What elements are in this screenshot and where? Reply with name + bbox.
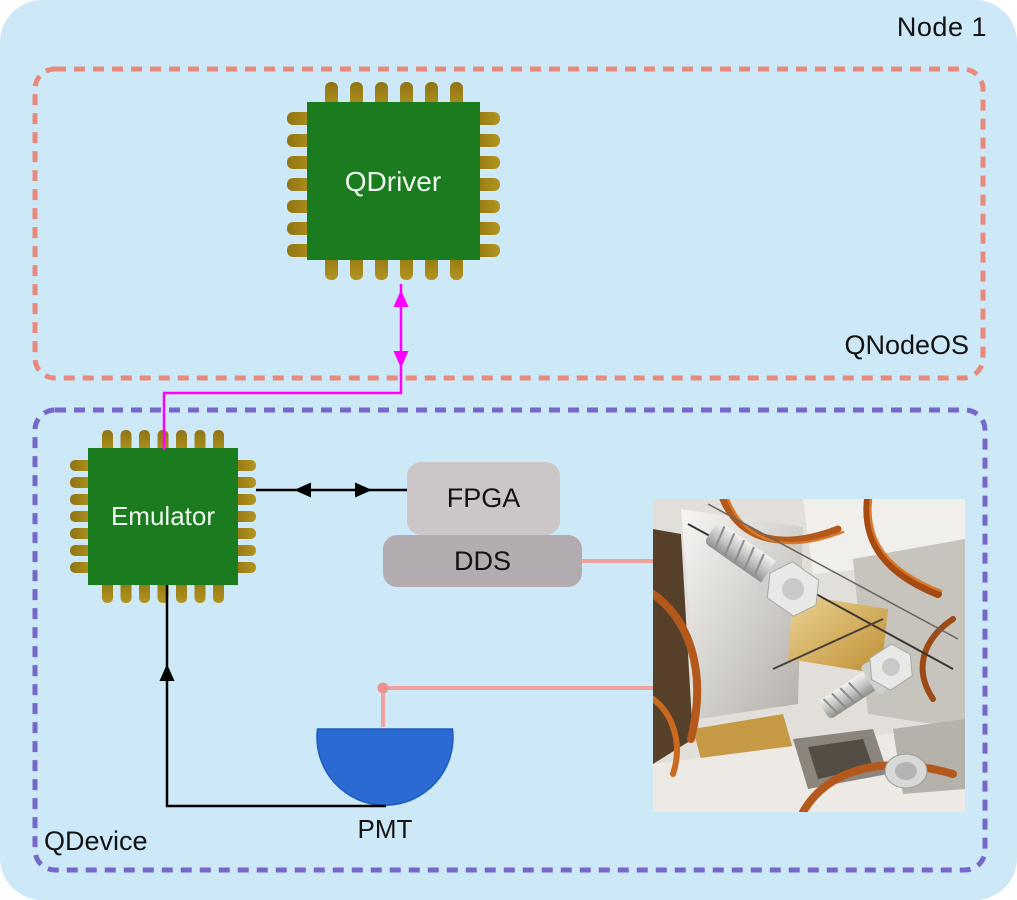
arrowhead-up <box>393 290 409 307</box>
trap-pmt-link <box>377 682 653 727</box>
arrowhead-down <box>393 351 409 368</box>
ion-trap-photo <box>653 499 965 812</box>
qdevice-border <box>32 407 988 873</box>
arrowhead-up <box>159 664 175 681</box>
qnodeos-border <box>32 66 986 381</box>
link-junction-dot <box>377 682 389 694</box>
qdriver-label: QDriver <box>345 166 441 197</box>
dds-label: DDS <box>453 545 511 576</box>
node-title: Node 1 <box>896 12 987 42</box>
ion-trap-photo-graphic <box>653 499 965 812</box>
emulator-chip: Emulator <box>70 430 256 603</box>
qdevice-label: QDevice <box>44 826 148 856</box>
qdriver-chip: QDriver <box>287 82 500 280</box>
screw-icon <box>884 753 928 789</box>
emulator-fpga-link <box>256 482 407 498</box>
emulator-label: Emulator <box>111 501 215 531</box>
arrowhead-left <box>294 482 311 498</box>
pmt-emulator-link <box>159 585 386 808</box>
qnodeos-label: QNodeOS <box>844 330 969 360</box>
pmt-detector <box>316 728 454 806</box>
screw-icon <box>819 643 913 718</box>
arrowhead-right <box>355 482 372 498</box>
screw-icon <box>705 523 820 617</box>
dds-box: DDS <box>383 535 582 587</box>
chip-body <box>88 448 238 585</box>
qdriver-emulator-link <box>162 284 409 450</box>
fpga-label: FPGA <box>446 483 521 513</box>
fpga-box: FPGA <box>407 462 560 535</box>
chip-body <box>307 102 480 260</box>
pmt-label: PMT <box>357 814 413 844</box>
